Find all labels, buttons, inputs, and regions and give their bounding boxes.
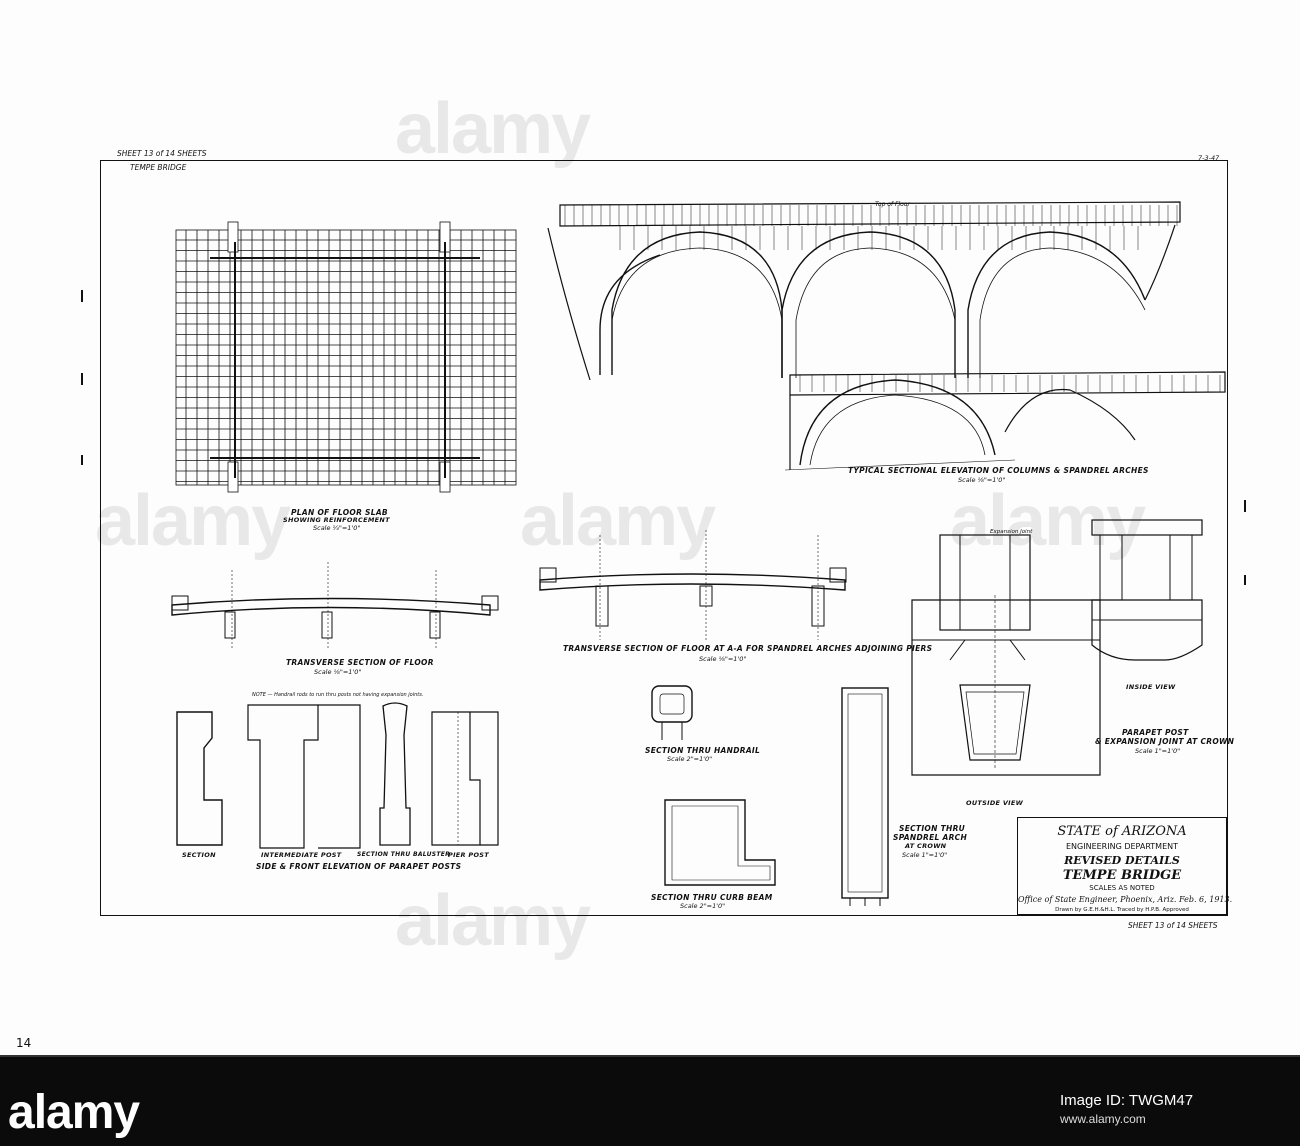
transverse-section-aa	[539, 530, 847, 640]
outside-view-caption: OUTSIDE VIEW	[966, 799, 1024, 807]
baluster-section-caption: SECTION THRU BALUSTER	[357, 851, 451, 858]
floor-slab-plan	[175, 221, 517, 493]
parapet-post-inside-view	[1091, 519, 1203, 661]
intermediate-post-caption: INTERMEDIATE POST	[261, 851, 342, 859]
footer-bar	[0, 1055, 1300, 1146]
title-drawn-by: Drawn by G.E.H.&H.L. Traced by H.P.B. Ap…	[1055, 907, 1189, 913]
image-id-label: Image ID: TWGM47	[1060, 1092, 1194, 1109]
section-caption: SECTION	[182, 851, 216, 859]
handrail-section	[651, 685, 693, 740]
transverse-floor-caption: TRANSVERSE SECTION OF FLOOR	[286, 658, 434, 667]
floor-slab-caption: PLAN OF FLOOR SLAB	[291, 508, 388, 517]
floor-slab-scale: Scale ¼"=1'0"	[313, 524, 361, 532]
spandrel-section-caption: SECTION THRU	[899, 824, 966, 833]
footer-divider	[0, 1055, 1300, 1057]
watermark: alamy	[95, 481, 291, 561]
top-of-floor-label: Top of Floor	[875, 201, 910, 208]
spandrel-arch-elevation-lower	[784, 371, 1226, 471]
title-scales: SCALES AS NOTED	[1089, 884, 1155, 892]
title-block: STATE of ARIZONA ENGINEERING DEPARTMENT …	[1017, 817, 1233, 915]
transverse-aa-scale: Scale ⅛"=1'0"	[699, 655, 747, 663]
inside-view-caption: INSIDE VIEW	[1126, 683, 1176, 691]
bridge-name-top: TEMPE BRIDGE	[130, 163, 187, 172]
spandrel-section-caption-2: SPANDREL ARCH	[893, 833, 968, 842]
watermark: alamy	[395, 881, 591, 961]
watermark: alamy	[395, 89, 591, 169]
parapet-post-caption: PARAPET POST	[1122, 728, 1189, 737]
page-mark: 14	[16, 1036, 32, 1050]
parapet-posts-elevations	[176, 702, 499, 849]
reference-number: 7-3-47	[1198, 154, 1220, 162]
side-front-caption: SIDE & FRONT ELEVATION OF PARAPET POSTS	[256, 862, 462, 871]
transverse-floor-scale: Scale ⅛"=1'0"	[314, 668, 362, 676]
handrail-caption: SECTION THRU HANDRAIL	[645, 746, 761, 755]
image-id-block: Image ID: TWGM47 www.alamy.com	[1060, 1092, 1193, 1128]
parapet-post-outside-view	[911, 534, 1101, 776]
alamy-url: www.alamy.com	[1060, 1112, 1146, 1126]
title-project: TEMPE BRIDGE	[1062, 868, 1182, 883]
title-revised: REVISED DETAILS	[1064, 854, 1180, 867]
transverse-aa-caption: TRANSVERSE SECTION OF FLOOR AT A-A FOR S…	[563, 644, 933, 653]
expansion-joint-caption: & EXPANSION JOINT AT CROWN	[1095, 737, 1235, 746]
sheet-number-bottom: SHEET 13 of 14 SHEETS	[1128, 921, 1218, 930]
handrail-note: NOTE — Handrail rods to run thru posts n…	[252, 692, 424, 698]
transverse-floor-section	[171, 562, 499, 650]
expansion-joint-label: Expansion Joint	[990, 529, 1033, 535]
spandrel-arch-elevation	[547, 201, 1181, 381]
pier-post-caption: PIER POST	[448, 851, 489, 859]
spandrel-section-caption-3: AT CROWN	[905, 842, 947, 850]
parapet-scale: Scale 1"=1'0"	[1135, 747, 1181, 755]
arches-caption: TYPICAL SECTIONAL ELEVATION OF COLUMNS &…	[848, 466, 1149, 475]
alamy-logo: alamy	[8, 1086, 140, 1139]
sheet-border	[100, 160, 1228, 916]
title-state: STATE of ARIZONA	[1057, 824, 1187, 839]
watermark: alamy	[950, 481, 1146, 561]
curb-beam-section	[664, 799, 776, 886]
engineering-drawing	[81, 201, 1246, 906]
drawing-sheet: alamy alamy alamy alamy alamy SHEET 13 o…	[0, 0, 1300, 1055]
arches-scale: Scale ⅛"=1'0"	[958, 476, 1006, 484]
curb-beam-caption: SECTION THRU CURB BEAM	[651, 893, 773, 902]
title-department: ENGINEERING DEPARTMENT	[1065, 842, 1179, 851]
spandrel-arch-crown-section	[841, 687, 889, 906]
curb-beam-scale: Scale 2"=1'0"	[680, 902, 726, 910]
sheet-number-top: SHEET 13 of 14 SHEETS	[117, 149, 207, 158]
handrail-scale: Scale 2"=1'0"	[667, 755, 713, 763]
floor-slab-subcaption: SHOWING REINFORCEMENT	[283, 516, 390, 524]
title-office: Office of State Engineer, Phoenix, Ariz.…	[1018, 895, 1233, 904]
watermark: alamy	[520, 481, 716, 561]
spandrel-section-scale: Scale 1"=1'0"	[902, 851, 948, 859]
